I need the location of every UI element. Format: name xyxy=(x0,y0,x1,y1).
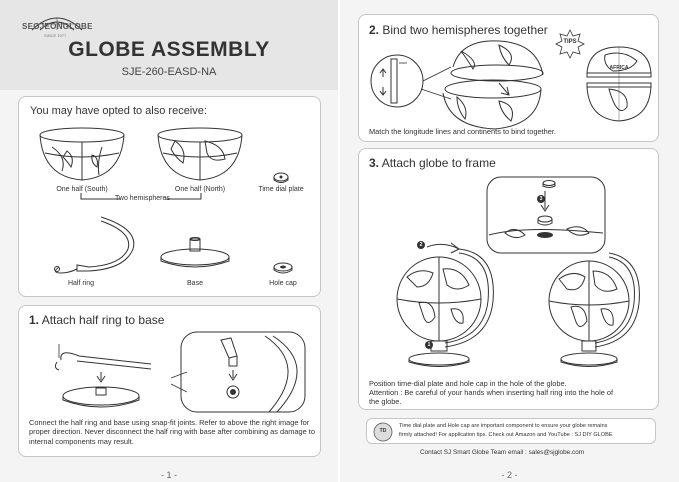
page-number-right: - 2 - xyxy=(501,470,518,480)
extras-panel: You may have opted to also receive: One … xyxy=(18,96,321,297)
step3-number: 3. xyxy=(369,156,380,170)
north-hemisphere-icon xyxy=(157,127,243,181)
tips-badge-icon xyxy=(555,29,585,59)
africa-label: AFRICA xyxy=(609,65,629,71)
dial-insert-illustration xyxy=(486,176,606,254)
time-dial-plate-icon xyxy=(273,172,289,183)
ring-into-base-illustration xyxy=(54,344,152,408)
globe-logo-icon xyxy=(31,17,83,31)
completed-globe-illustration xyxy=(548,252,640,367)
step1-panel: 1. Attach half ring to base Connect the … xyxy=(18,305,321,457)
note-panel: TD Time dial plate and Hole cap are impo… xyxy=(366,418,656,444)
brand-name: SEOJEONGLOBE xyxy=(22,22,93,31)
tips-label: TIPS xyxy=(563,39,577,45)
half-ring-label: Half ring xyxy=(67,280,95,287)
gutter xyxy=(338,0,340,482)
north-label: One half (North) xyxy=(174,186,226,193)
model-number: SJE-260-EASD-NA xyxy=(121,66,217,78)
marker-3-label: 3 xyxy=(539,196,543,202)
south-label: One half (South) xyxy=(56,186,108,193)
step3-attention: Attention : Be careful of your hands whe… xyxy=(369,388,614,397)
hemispheres-bracket xyxy=(80,193,202,200)
marker-1-label: 1 xyxy=(427,342,431,348)
page-number-left: - 1 - xyxy=(160,470,177,480)
seam-detail-icon xyxy=(370,54,452,108)
half-ring-icon xyxy=(54,216,135,274)
marker-2-label: 2 xyxy=(419,242,423,248)
extras-heading: You may have opted to also receive: xyxy=(30,105,207,117)
brand-since: SINCE 1977 xyxy=(44,33,67,38)
note-line-1: Time dial plate and Hole cap are importa… xyxy=(399,423,608,429)
step1-instructions: Connect the half ring and base using sna… xyxy=(29,418,315,446)
step1-number: 1. xyxy=(29,313,40,327)
south-hemisphere-icon xyxy=(39,127,125,181)
note-line-2: firmly attached! For application tips. C… xyxy=(399,432,613,438)
td-badge-icon xyxy=(373,422,393,442)
step3-instruction-1: Position time-dial plate and hole cap in… xyxy=(369,379,567,388)
header: SEOJEONGLOBE SINCE 1977 GLOBE ASSEMBLY S… xyxy=(0,0,338,90)
hemispheres-joining-illustration xyxy=(442,40,544,130)
step2-title: Bind two hemispheres together xyxy=(382,23,548,37)
step2-instructions: Match the longitude lines and continents… xyxy=(369,127,556,136)
two-hemispheres-label: Two hemispheres xyxy=(115,195,170,202)
td-badge-label: TD xyxy=(379,428,387,434)
step2-number: 2. xyxy=(369,23,380,37)
africa-detail-illustration xyxy=(586,46,652,122)
time-dial-label: Time dial plate xyxy=(258,186,304,193)
contact-line: Contact SJ Smart Globe Team email : sale… xyxy=(420,449,585,456)
hole-cap-icon xyxy=(273,262,293,274)
step2-panel: 2. Bind two hemispheres together TIPS xyxy=(358,14,659,142)
zoom-detail-illustration xyxy=(170,331,306,413)
base-label: Base xyxy=(187,280,203,287)
step3-attention-cont: the globe. xyxy=(369,397,402,406)
globe-on-frame-illustration xyxy=(396,241,494,367)
step3-panel: 3. Attach globe to frame 3 1 2 xyxy=(358,148,659,410)
step1-title: Attach half ring to base xyxy=(41,313,165,327)
page-title: GLOBE ASSEMBLY xyxy=(68,38,270,61)
step3-title: Attach globe to frame xyxy=(381,156,496,170)
hole-cap-label: Hole cap xyxy=(269,280,297,287)
base-icon xyxy=(160,237,230,268)
